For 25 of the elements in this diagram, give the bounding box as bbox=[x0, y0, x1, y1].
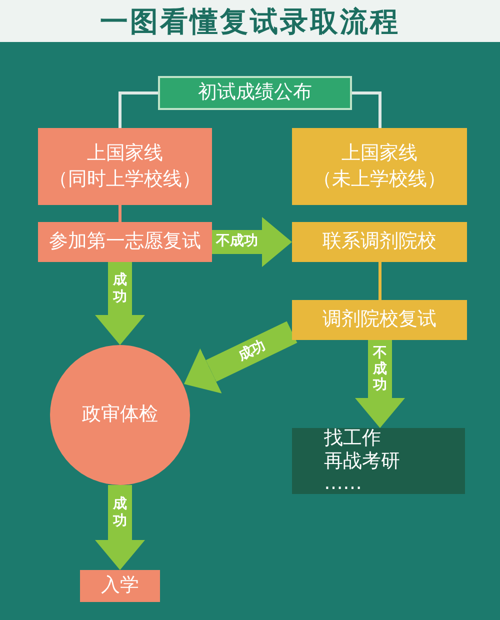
process-box: 入学 bbox=[80, 570, 160, 602]
process-box: 联系调剂院校 bbox=[292, 222, 467, 262]
node-text: （同时上学校线） bbox=[49, 166, 201, 192]
process-box bbox=[292, 428, 465, 494]
connector-line bbox=[352, 92, 382, 128]
node-text: 再战考研 bbox=[324, 450, 400, 472]
process-box bbox=[292, 128, 467, 205]
block-arrow bbox=[355, 340, 405, 428]
connector-line bbox=[118, 92, 158, 128]
node-text: …… bbox=[324, 472, 362, 496]
title: 一图看懂复试录取流程 bbox=[99, 4, 401, 40]
process-circle: 政审体检 bbox=[50, 345, 190, 485]
process-box: 调剂院校复试 bbox=[292, 300, 467, 340]
process-box: 初试成绩公布 bbox=[158, 76, 352, 110]
block-arrow bbox=[95, 485, 145, 570]
connector-line bbox=[118, 205, 122, 222]
node-text: 上国家线 bbox=[87, 140, 163, 166]
block-arrow bbox=[95, 262, 145, 345]
connector-line bbox=[378, 262, 382, 300]
node-text: （未上学校线） bbox=[313, 166, 446, 192]
process-box bbox=[38, 128, 212, 205]
node-text: 找工作 bbox=[324, 426, 381, 450]
block-arrow bbox=[212, 217, 292, 267]
node-text: 上国家线 bbox=[342, 140, 418, 166]
process-box: 参加第一志愿复试 bbox=[38, 222, 212, 262]
